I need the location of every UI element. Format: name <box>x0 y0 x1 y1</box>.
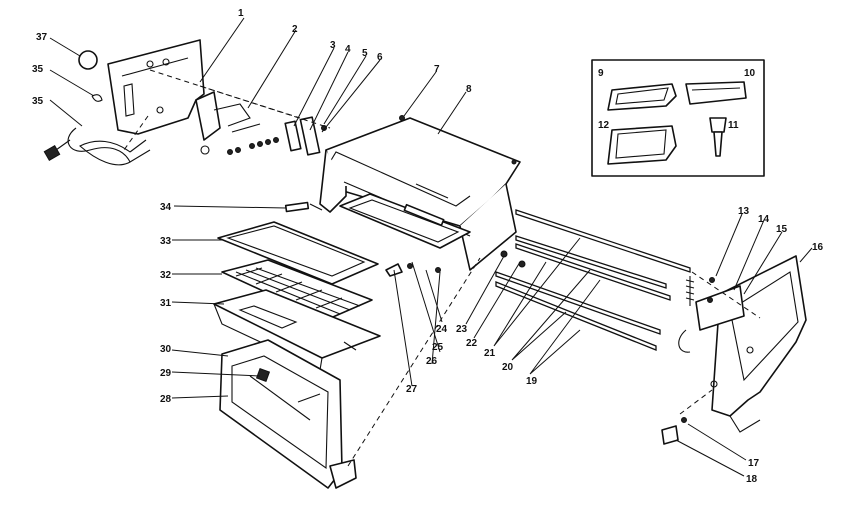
callout-10: 10 <box>744 68 756 79</box>
heating-element-rods <box>495 209 691 351</box>
crumb-tray <box>217 221 379 285</box>
callout-11: 11 <box>728 120 739 131</box>
callout-27: 27 <box>406 384 418 395</box>
callout-16: 16 <box>812 242 824 253</box>
callout-8: 8 <box>466 84 472 95</box>
callout-35-upper: 35 <box>32 64 44 75</box>
right-end-panel <box>710 255 807 433</box>
terminal-screws <box>227 137 279 155</box>
oven-door <box>219 339 357 489</box>
callout-12: 12 <box>598 120 610 131</box>
callout-20: 20 <box>502 362 514 373</box>
callout-34: 34 <box>160 202 172 213</box>
callout-9: 9 <box>598 68 604 79</box>
callout-28: 28 <box>160 394 172 405</box>
callout-15: 15 <box>776 224 788 235</box>
callout-6: 6 <box>377 52 383 63</box>
switch-bracket <box>284 116 327 156</box>
thermostat-control <box>678 285 745 353</box>
callout-18: 18 <box>746 474 758 485</box>
callout-35-lower: 35 <box>32 96 44 107</box>
callout-25: 25 <box>432 342 444 353</box>
callout-7: 7 <box>434 64 440 75</box>
callout-1: 1 <box>238 8 244 19</box>
callout-17: 17 <box>748 458 760 469</box>
callout-30: 30 <box>160 344 172 355</box>
callout-19: 19 <box>526 376 538 387</box>
rack-guide <box>284 201 323 213</box>
callout-4: 4 <box>345 44 351 55</box>
power-cord <box>43 127 151 166</box>
heating-element-tray <box>339 193 471 249</box>
wire-rack <box>221 259 373 321</box>
callout-29: 29 <box>160 368 172 379</box>
callout-13: 13 <box>738 206 750 217</box>
callout-23: 23 <box>456 324 468 335</box>
callout-24: 24 <box>436 324 448 335</box>
callout-5: 5 <box>362 48 368 59</box>
timer-switch-assembly <box>195 91 261 155</box>
callout-33: 33 <box>160 236 172 247</box>
cord-clip <box>91 94 103 102</box>
callout-21: 21 <box>484 348 496 359</box>
leader-lines <box>49 17 813 477</box>
foot-leg <box>661 417 687 445</box>
callout-32: 32 <box>160 270 172 281</box>
callout-3: 3 <box>330 40 336 51</box>
callout-labels: 1 2 3 4 5 6 7 8 9 10 11 12 13 14 15 16 1… <box>32 8 824 485</box>
callout-37: 37 <box>36 32 48 43</box>
spring <box>685 276 695 306</box>
callout-14: 14 <box>758 214 770 225</box>
callout-22: 22 <box>466 338 478 349</box>
accessories-inset <box>591 59 765 177</box>
left-end-panel <box>107 39 205 135</box>
callout-26: 26 <box>426 356 438 367</box>
control-knob <box>78 50 98 70</box>
oven-housing <box>319 115 521 271</box>
callout-2: 2 <box>292 24 298 35</box>
callout-31: 31 <box>160 298 172 309</box>
